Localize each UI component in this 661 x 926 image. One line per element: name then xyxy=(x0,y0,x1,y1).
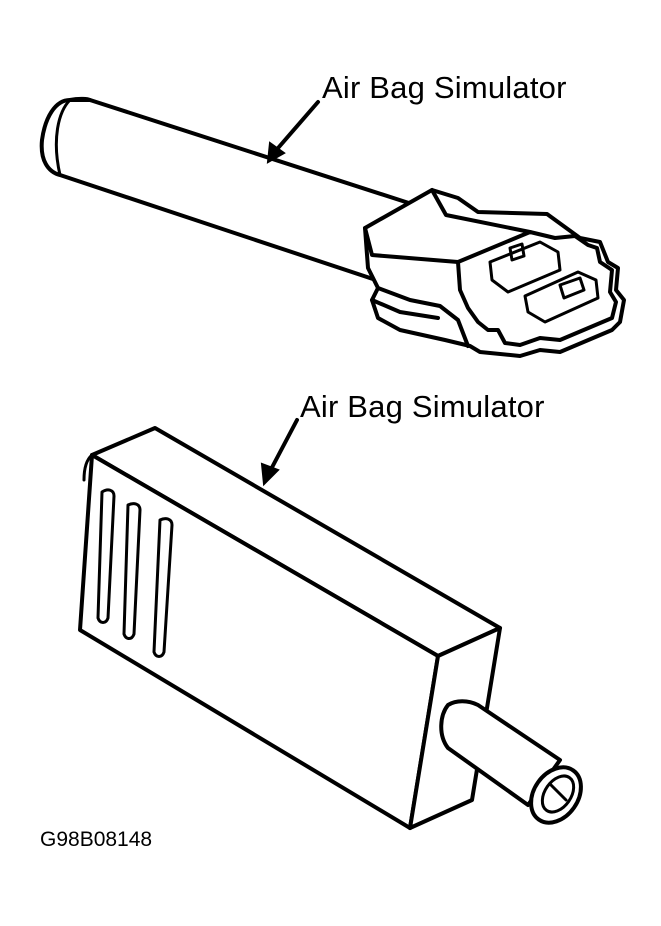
figure-code: G98B08148 xyxy=(40,828,153,851)
vent-slots xyxy=(96,488,174,658)
bottom-simulator-label: Air Bag Simulator xyxy=(300,389,545,424)
connector-housing xyxy=(363,188,626,358)
cable-body xyxy=(39,98,417,285)
leader-arrow-top xyxy=(266,100,320,164)
top-simulator-label: Air Bag Simulator xyxy=(322,70,567,105)
box-simulator xyxy=(78,426,583,830)
leader-arrow-bottom xyxy=(260,418,299,487)
plug-tube xyxy=(439,699,583,825)
cable-simulator xyxy=(39,96,626,358)
